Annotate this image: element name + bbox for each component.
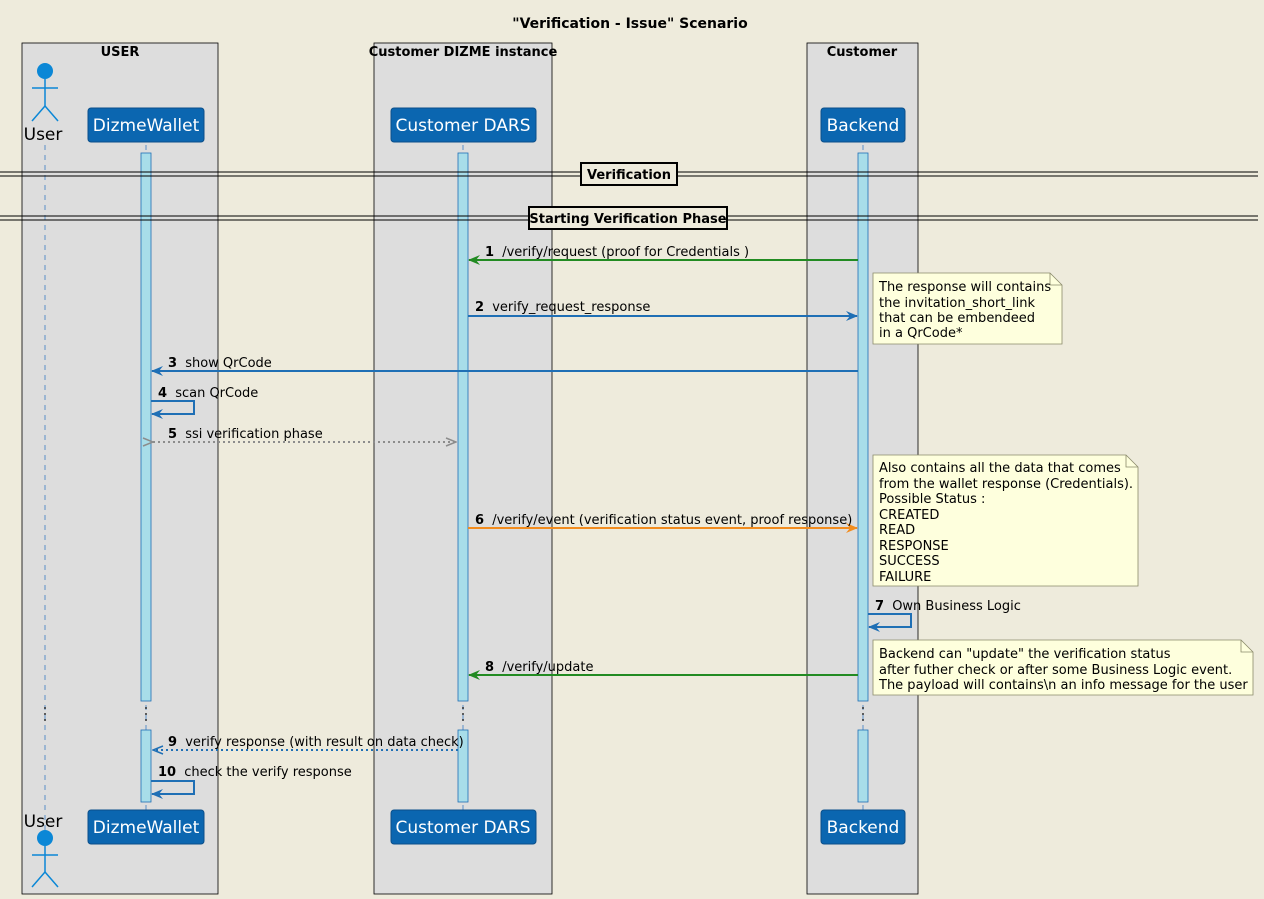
message-8: 8 /verify/update [468, 660, 858, 680]
diagram-title: "Verification - Issue" Scenario [512, 16, 748, 32]
message-3-label: 3 show QrCode [168, 356, 272, 371]
participant-backend-label-bottom: Backend [827, 818, 900, 838]
message-8-label: 8 /verify/update [485, 660, 593, 675]
participant-wallet-bottom: DizmeWallet [87, 809, 205, 845]
actor-head-icon [37, 63, 53, 79]
participant-dars-bottom: Customer DARS [390, 809, 537, 845]
participant-wallet-label: DizmeWallet [93, 116, 200, 136]
message-9: 9 verify response (with result on data c… [153, 735, 464, 750]
message-4-label: 4 scan QrCode [158, 386, 258, 401]
box-customer-title: Customer [827, 45, 898, 60]
activation-wallet-2 [140, 729, 152, 803]
actor-user-label: User [24, 125, 63, 145]
participant-backend-top: Backend [820, 107, 906, 143]
message-7: 7 Own Business Logic [868, 599, 1021, 632]
divider-verification: Verification [0, 162, 1258, 186]
note-1: The response will contains the invitatio… [872, 272, 1063, 345]
activation-dars-2 [457, 729, 469, 803]
delay-dots [44, 707, 864, 721]
actor-head-icon [37, 830, 53, 846]
message-3: 3 show QrCode [151, 356, 858, 376]
message-6-label: 6 /verify/event (verification status eve… [475, 513, 852, 528]
activation-bars [44, 152, 869, 803]
message-10-label: 10 check the verify response [158, 765, 352, 780]
box-user: USER [21, 42, 219, 895]
box-dizme-title: Customer DIZME instance [369, 45, 558, 60]
participant-backend-bottom: Backend [820, 809, 906, 845]
message-10: 10 check the verify response [151, 765, 352, 799]
message-6: 6 /verify/event (verification status eve… [468, 513, 858, 533]
note-2-text: Also contains all the data that comes fr… [879, 461, 1137, 585]
message-10-arrow [151, 780, 195, 799]
message-9-label: 9 verify response (with result on data c… [168, 735, 464, 750]
participant-dars-label: Customer DARS [395, 116, 530, 136]
message-1-label: 1 /verify/request (proof for Credentials… [485, 245, 749, 260]
message-1: 1 /verify/request (proof for Credentials… [468, 245, 858, 265]
activation-dars-1 [457, 152, 469, 702]
participant-dars-top: Customer DARS [390, 107, 537, 143]
activation-wallet-1 [140, 152, 152, 702]
note-2: Also contains all the data that comes fr… [872, 454, 1139, 587]
note-1-text: The response will contains the invitatio… [878, 280, 1055, 341]
note-3: Backend can "update" the verification st… [872, 639, 1254, 696]
activation-backend-1 [857, 152, 869, 702]
participant-wallet-label-bottom: DizmeWallet [93, 818, 200, 838]
note-3-text: Backend can "update" the verification st… [878, 647, 1248, 693]
participant-wallet-top: DizmeWallet [87, 107, 205, 143]
message-4-arrow [151, 400, 195, 419]
participant-backend-label: Backend [827, 116, 900, 136]
divider-starting: Starting Verification Phase [0, 206, 1258, 230]
message-2: 2 verify_request_response [468, 300, 858, 321]
message-2-label: 2 verify_request_response [475, 300, 650, 315]
actor-user-bottom: User [24, 812, 63, 888]
divider-starting-label: Starting Verification Phase [529, 212, 726, 227]
activation-backend-2 [857, 729, 869, 803]
box-user-title: USER [101, 45, 140, 60]
message-5-label: 5 ssi verification phase [168, 427, 323, 442]
actor-user-top: User [24, 63, 63, 145]
divider-verification-label: Verification [587, 168, 671, 183]
message-7-label: 7 Own Business Logic [875, 599, 1021, 614]
message-7-arrow [868, 613, 912, 632]
message-5: 5 ssi verification phase [153, 427, 456, 442]
participant-dars-label-bottom: Customer DARS [395, 818, 530, 838]
message-4: 4 scan QrCode [151, 386, 258, 419]
actor-user-label-bottom: User [24, 812, 63, 832]
